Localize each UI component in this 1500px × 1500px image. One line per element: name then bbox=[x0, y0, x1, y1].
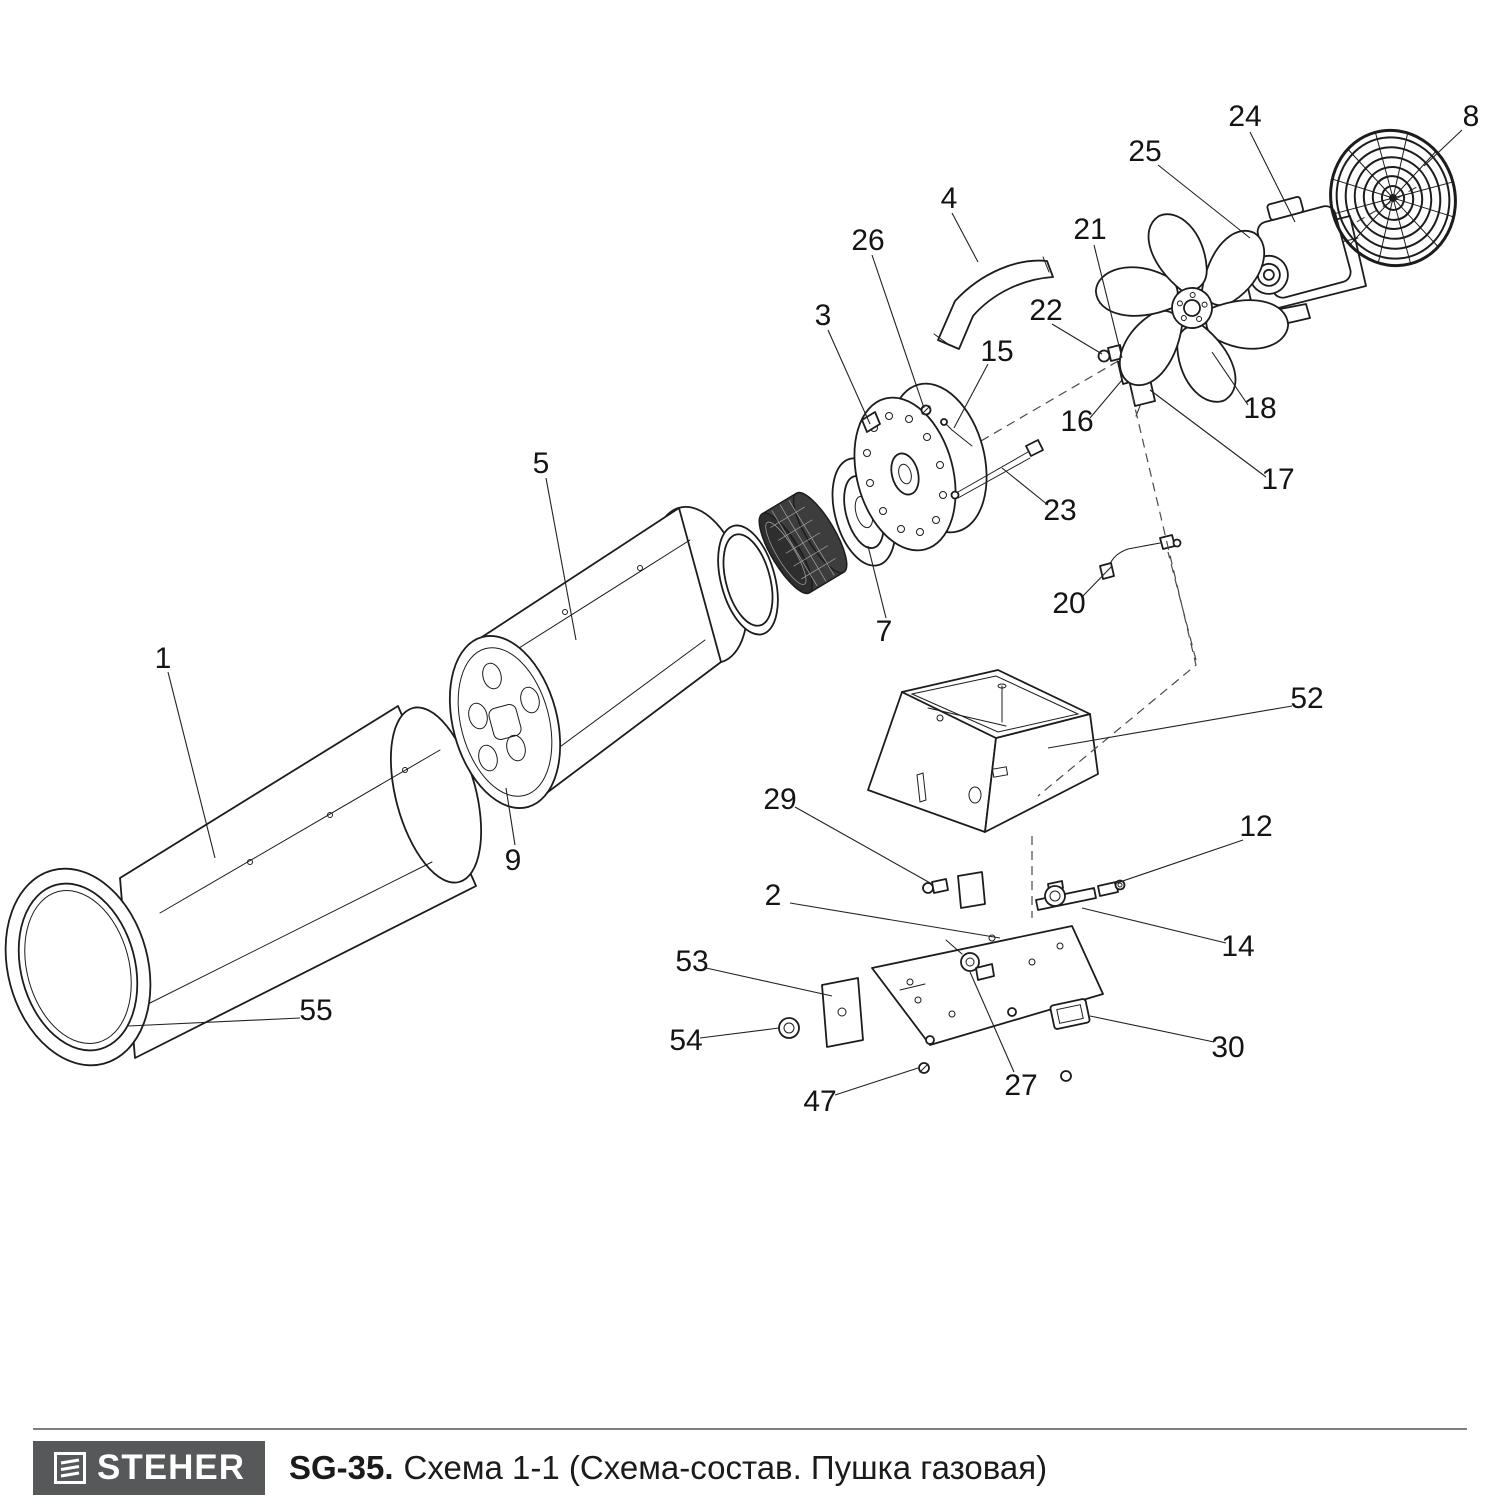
screw-26 bbox=[920, 404, 932, 416]
callout-26: 26 bbox=[851, 224, 884, 257]
motor bbox=[1248, 195, 1352, 299]
brand-name: STEHER bbox=[97, 1448, 245, 1487]
steher-logo-icon bbox=[54, 1452, 86, 1484]
callout-9: 9 bbox=[505, 844, 522, 877]
callout-25: 25 bbox=[1128, 135, 1161, 168]
callout-15: 15 bbox=[980, 335, 1013, 368]
electrode-15 bbox=[940, 418, 973, 447]
combustion-chamber bbox=[448, 505, 749, 809]
cover-plate bbox=[821, 977, 864, 1048]
callout-27: 27 bbox=[1004, 1069, 1037, 1102]
caption-text: Схема 1-1 (Схема-состав. Пушка газовая) bbox=[403, 1449, 1048, 1486]
base-plate bbox=[871, 925, 1104, 1046]
inlet-fitting-12 bbox=[1097, 879, 1126, 897]
diagram-caption: SG-35.Схема 1-1 (Схема-состав. Пушка газ… bbox=[289, 1449, 1047, 1487]
callout-47: 47 bbox=[803, 1085, 836, 1118]
flange-ring bbox=[4, 867, 152, 1067]
callout-55: 55 bbox=[299, 994, 332, 1027]
footer: STEHER SG-35.Схема 1-1 (Схема-состав. Пу… bbox=[33, 1428, 1467, 1495]
callout-4: 4 bbox=[941, 182, 958, 215]
relation-dashed-lines bbox=[1031, 394, 1197, 918]
fan-impeller bbox=[1087, 209, 1297, 407]
housing-base bbox=[867, 669, 1099, 833]
footer-divider bbox=[33, 1428, 1467, 1430]
callout-8: 8 bbox=[1463, 100, 1480, 133]
regulator-fitting bbox=[922, 871, 986, 909]
callout-2: 2 bbox=[765, 879, 782, 912]
callout-20: 20 bbox=[1052, 587, 1085, 620]
callout-30: 30 bbox=[1211, 1031, 1244, 1064]
callout-14: 14 bbox=[1221, 930, 1254, 963]
callout-7: 7 bbox=[876, 615, 893, 648]
model-number: SG-35. bbox=[288, 1449, 394, 1486]
callout-29: 29 bbox=[763, 783, 796, 816]
callout-52: 52 bbox=[1290, 682, 1323, 715]
callout-18: 18 bbox=[1243, 392, 1276, 425]
gas-pipe bbox=[950, 439, 1044, 500]
handle bbox=[933, 256, 1054, 350]
nut bbox=[778, 1017, 800, 1039]
fan-guard bbox=[1329, 128, 1457, 268]
exploded-view-diagram: 1 2 3 4 5 7 8 9 12 14 15 16 17 18 20 21 … bbox=[4, 100, 1480, 1118]
ignition-cable bbox=[1099, 534, 1182, 580]
callout-24: 24 bbox=[1228, 100, 1261, 133]
igniter bbox=[945, 939, 995, 981]
screw bbox=[918, 1007, 1072, 1082]
callout-labels: 1 2 3 4 5 7 8 9 12 14 15 16 17 18 20 21 … bbox=[155, 100, 1480, 1118]
steher-logo: STEHER bbox=[33, 1441, 265, 1495]
callout-3: 3 bbox=[815, 299, 832, 332]
callout-23: 23 bbox=[1043, 494, 1076, 527]
callout-54: 54 bbox=[669, 1024, 702, 1057]
power-switch bbox=[1049, 998, 1091, 1030]
callout-17: 17 bbox=[1261, 463, 1294, 496]
callout-5: 5 bbox=[533, 447, 550, 480]
callout-12: 12 bbox=[1239, 810, 1272, 843]
leader-lines bbox=[127, 129, 1463, 1096]
callout-22: 22 bbox=[1029, 294, 1062, 327]
callout-21: 21 bbox=[1073, 213, 1106, 246]
callout-16: 16 bbox=[1060, 405, 1093, 438]
mesh-filter bbox=[758, 491, 848, 595]
callout-53: 53 bbox=[675, 945, 708, 978]
spacer-ring bbox=[717, 524, 779, 636]
gas-valve bbox=[1035, 879, 1126, 911]
callout-1: 1 bbox=[155, 642, 172, 675]
